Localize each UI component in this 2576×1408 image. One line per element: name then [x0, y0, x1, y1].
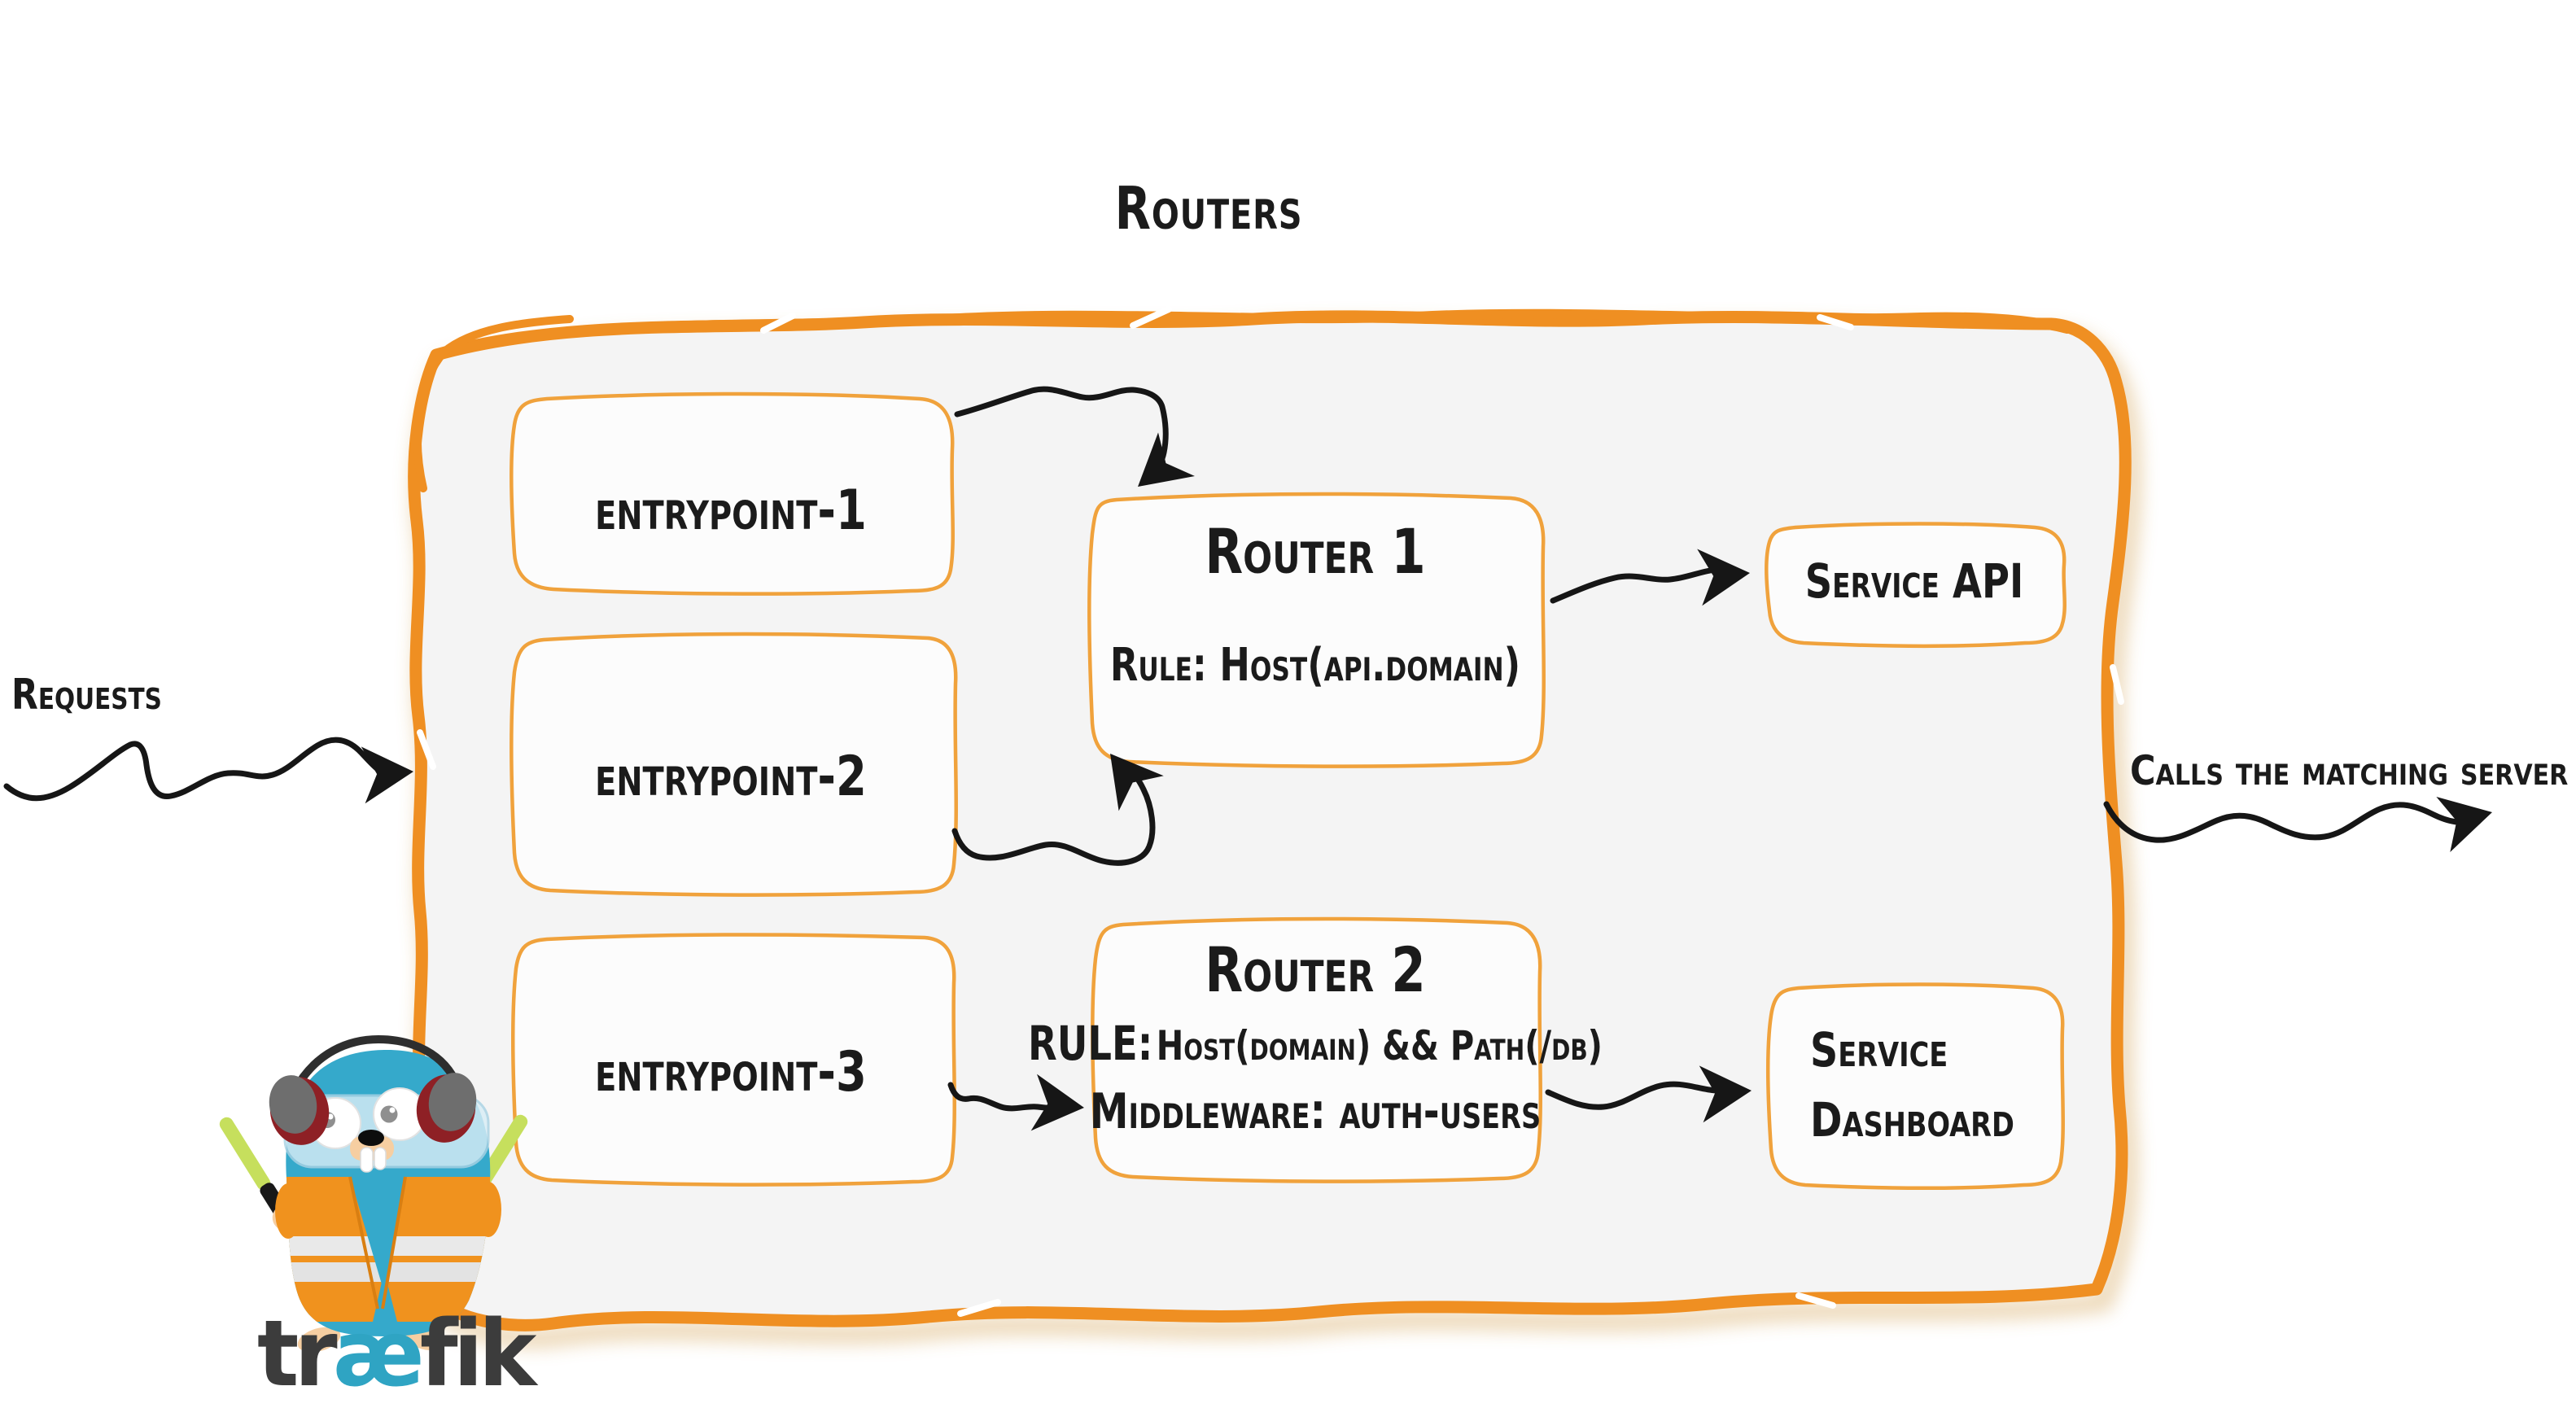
requests-label: Requests [11, 671, 162, 719]
service-api-box [1765, 522, 2066, 649]
calls-matching-server-label: Calls the matching server [2130, 747, 2569, 794]
panel-top-brush [451, 308, 2072, 355]
gopher-right-shoulder [475, 1182, 501, 1237]
requests-arrowhead-icon [361, 743, 416, 804]
arrow-calls-line [2103, 801, 2481, 843]
panel-corner-brush [413, 315, 574, 492]
arrow-ep1-to-router1-line [954, 386, 1169, 477]
service-api-label: Service API [1804, 553, 2024, 609]
router-1-title: Router 1 [1205, 515, 1426, 588]
traefik-wordmark: træfik [257, 1309, 536, 1400]
router-1-rule: Rule: Host(api.domain) [1109, 639, 1521, 692]
entrypoint-2-label: entrypoint-2 [595, 745, 867, 809]
wordmark-fik: fik [419, 1301, 537, 1407]
arrow-ep2-to-router1-line [951, 762, 1156, 866]
entrypoint-1-label: entrypoint-1 [595, 479, 867, 543]
router-2-rule: RULE: Host(domain) && Path(/db) [1028, 1020, 1603, 1067]
entrypoint-1-box [509, 391, 955, 596]
entrypoint-3-label: entrypoint-3 [595, 1040, 867, 1104]
wordmark-tr: tr [257, 1301, 338, 1407]
service-dashboard-label-line1: Service [1810, 1022, 1948, 1078]
entrypoint-2-box [509, 632, 958, 897]
arrow-requests-line [3, 737, 392, 802]
service-dashboard-box [1765, 982, 2065, 1191]
router-2-rule-key: RULE: [1028, 1016, 1153, 1071]
router-1-box [1087, 492, 1546, 768]
brush-gaps [417, 306, 2124, 1317]
router-2-box [1090, 916, 1542, 1183]
wordmark-ae: æ [332, 1301, 425, 1407]
gopher-headphones-icon [269, 1034, 477, 1145]
arrow-router2-to-dashboard-line [1545, 1081, 1719, 1110]
router-2-middleware: Middleware: auth-users [1089, 1083, 1542, 1140]
traefik-gopher-mascot [219, 1034, 528, 1353]
entrypoint-3-box [510, 933, 956, 1187]
gopher-left-shoulder [275, 1183, 301, 1239]
gopher-vest-icon [286, 1176, 491, 1322]
router-2-title: Router 2 [1205, 934, 1426, 1006]
arrow-router1-to-api-line [1550, 566, 1722, 604]
gopher-nose-icon [358, 1130, 384, 1146]
router-2-rule-value: Host(domain) && Path(/db) [1156, 1022, 1603, 1069]
service-dashboard-label-line2: Dashboard [1810, 1092, 2014, 1148]
gopher-teeth [360, 1147, 387, 1173]
gopher-left-foot [297, 1327, 341, 1353]
diagram-title: Routers [1114, 174, 1303, 243]
